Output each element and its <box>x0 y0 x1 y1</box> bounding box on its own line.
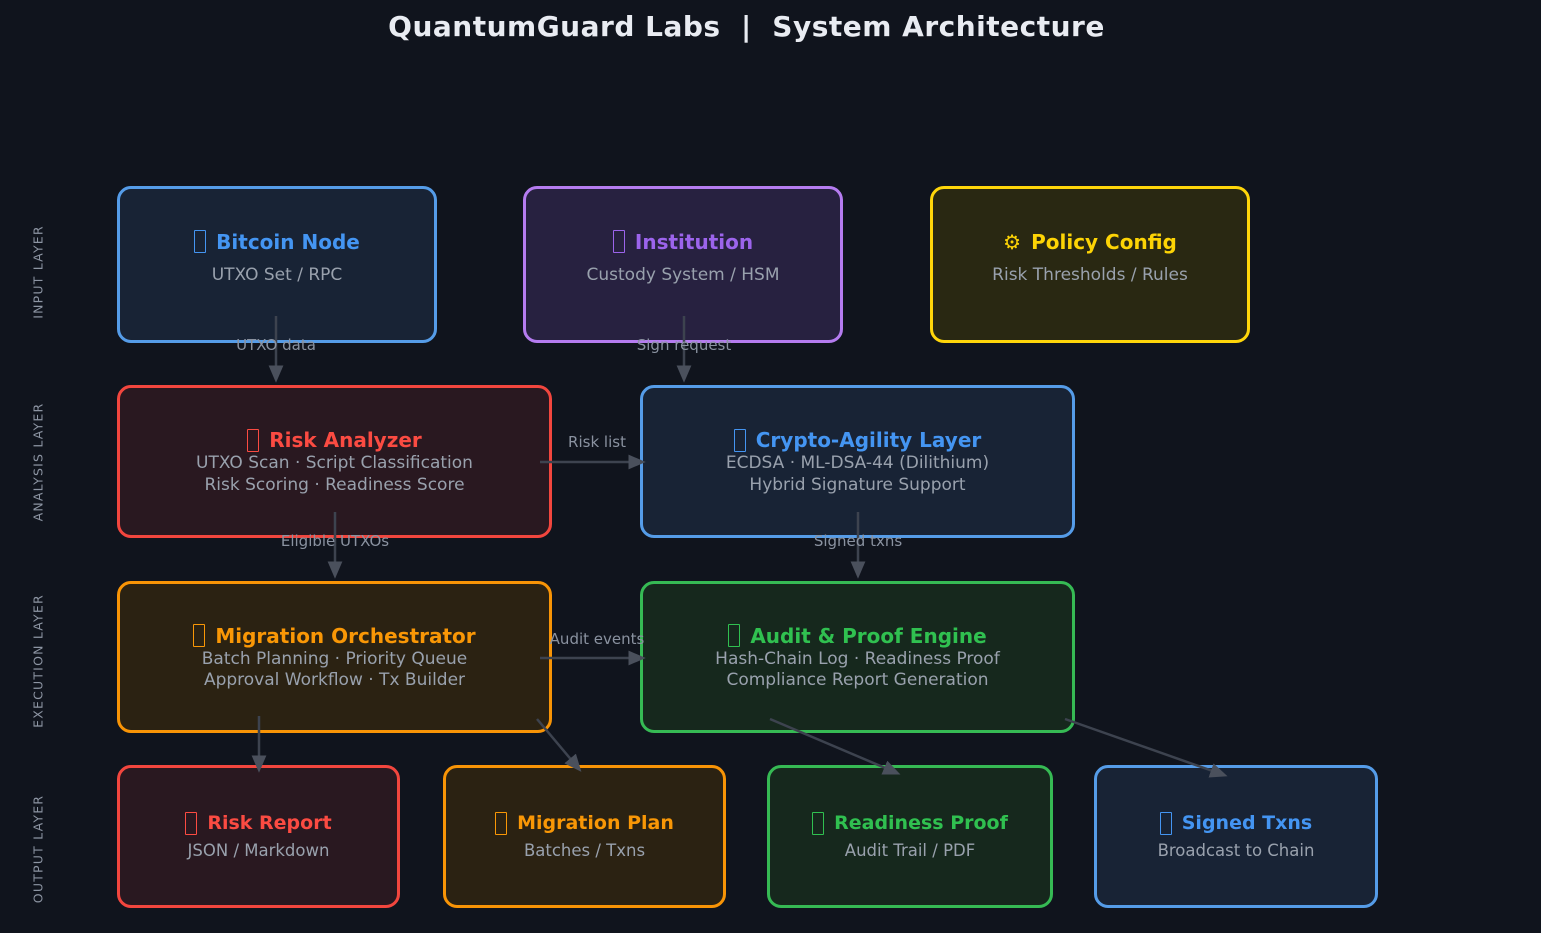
bitcoin-node-icon <box>194 230 207 254</box>
node-subtitle: Compliance Report Generation <box>726 670 989 690</box>
node-title-label: Bitcoin Node <box>216 229 360 254</box>
node-migration-orchestrator: Migration Orchestrator Batch Planning · … <box>117 581 552 733</box>
layer-label-input: INPUT LAYER <box>30 225 46 319</box>
readiness-proof-icon <box>812 812 825 836</box>
node-title-label: Risk Analyzer <box>269 428 422 452</box>
node-subtitle: Risk Thresholds / Rules <box>992 264 1188 285</box>
crypto-agility-icon <box>733 428 746 452</box>
risk-analyzer-icon <box>247 428 260 452</box>
risk-report-icon <box>185 812 198 836</box>
migration-orchestrator-icon <box>193 624 206 647</box>
node-subtitle: Approval Workflow · Tx Builder <box>203 670 466 690</box>
node-title-label: Migration Plan <box>517 812 674 835</box>
node-readiness-proof: Readiness Proof Audit Trail / PDF <box>767 765 1053 908</box>
node-subtitle: Broadcast to Chain <box>1157 841 1315 861</box>
node-subtitle: Audit Trail / PDF <box>844 841 976 861</box>
node-subtitle: Batches / Txns <box>523 841 646 861</box>
signed-txns-icon <box>1159 812 1172 836</box>
edge-label-utxo-data: UTXO data <box>236 336 316 354</box>
node-risk-report: Risk Report JSON / Markdown <box>117 765 400 908</box>
edge-label-eligible-utxos: Eligible UTXOs <box>280 532 390 550</box>
layer-label-analysis: ANALYSIS LAYER <box>30 402 46 522</box>
node-title-label: Signed Txns <box>1181 812 1313 835</box>
node-title: Migration Plan <box>495 811 674 836</box>
node-policy-config: ⚙ Policy Config Risk Thresholds / Rules <box>930 186 1250 343</box>
node-title-label: Risk Report <box>207 812 332 835</box>
node-title-label: Institution <box>634 229 754 254</box>
node-subtitle: Custody System / HSM <box>586 264 780 285</box>
node-title-label: Audit & Proof Engine <box>750 623 987 648</box>
node-title: Readiness Proof <box>812 811 1008 836</box>
node-subtitle: UTXO Scan · Script Classification <box>196 453 473 473</box>
layer-label-execution: EXECUTION LAYER <box>30 594 46 728</box>
node-title-label: Migration Orchestrator <box>215 623 476 648</box>
node-subtitle: Risk Scoring · Readiness Score <box>204 474 465 495</box>
node-title-label: Readiness Proof <box>834 812 1008 835</box>
node-title: Audit & Proof Engine <box>728 623 987 649</box>
migration-plan-icon <box>495 812 508 836</box>
edge-label-signed-txns: Signed txns <box>813 532 903 550</box>
node-bitcoin-node: Bitcoin Node UTXO Set / RPC <box>117 186 437 343</box>
node-title: Bitcoin Node <box>194 229 360 255</box>
node-title: Risk Analyzer <box>247 427 422 453</box>
node-migration-plan: Migration Plan Batches / Txns <box>443 765 726 908</box>
node-subtitle: Hash-Chain Log · Readiness Proof <box>715 648 1000 669</box>
node-subtitle: Hybrid Signature Support <box>749 474 966 495</box>
node-crypto-agility-layer: Crypto-Agility Layer ECDSA · ML-DSA-44 (… <box>640 385 1075 538</box>
node-audit-proof-engine: Audit & Proof Engine Hash-Chain Log · Re… <box>640 581 1075 733</box>
gear-icon: ⚙ <box>1003 229 1022 254</box>
node-title: ⚙ Policy Config <box>1003 229 1177 255</box>
node-title: Crypto-Agility Layer <box>733 427 982 453</box>
node-title: Migration Orchestrator <box>193 623 476 649</box>
node-signed-txns: Signed Txns Broadcast to Chain <box>1094 765 1378 908</box>
page-title: QuantumGuard Labs | System Architecture <box>388 10 1105 43</box>
node-subtitle: UTXO Set / RPC <box>211 264 343 285</box>
node-subtitle: JSON / Markdown <box>187 841 330 861</box>
edge-label-audit-events: Audit events <box>549 630 645 648</box>
node-title: Institution <box>612 229 754 255</box>
node-risk-analyzer: Risk Analyzer UTXO Scan · Script Classif… <box>117 385 552 538</box>
node-title: Risk Report <box>185 811 332 836</box>
institution-icon <box>612 230 625 254</box>
edge-label-risk-list: Risk list <box>568 433 626 451</box>
node-title-label: Crypto-Agility Layer <box>755 428 982 452</box>
edge-label-sign-request: Sign request <box>636 336 732 354</box>
layer-label-output: OUTPUT LAYER <box>30 794 46 904</box>
node-title-label: Policy Config <box>1031 229 1177 254</box>
node-institution: Institution Custody System / HSM <box>523 186 843 343</box>
node-title: Signed Txns <box>1159 811 1313 836</box>
node-subtitle: ECDSA · ML-DSA-44 (Dilithium) <box>725 453 990 473</box>
audit-proof-engine-icon <box>728 624 741 647</box>
node-subtitle: Batch Planning · Priority Queue <box>201 648 468 669</box>
